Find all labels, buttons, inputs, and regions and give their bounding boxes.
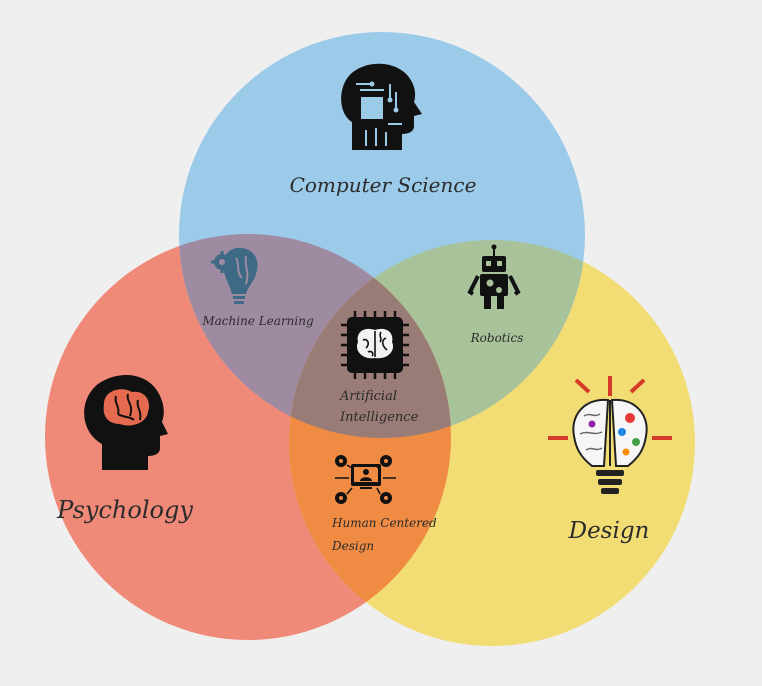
psychology-label: Psychology xyxy=(56,496,193,524)
user-network-icon xyxy=(335,455,396,504)
circuit-head-icon xyxy=(341,63,422,150)
design-label: Design xyxy=(568,518,650,544)
ai-label-line2: Intelligence xyxy=(339,410,419,425)
brain-head-icon xyxy=(84,374,168,470)
ai-label-line1: Artificial xyxy=(339,389,397,404)
machine-learning-label: Machine Learning xyxy=(201,314,314,328)
brain-chip-icon xyxy=(341,311,409,379)
gear-brain-icon xyxy=(211,247,258,304)
hcd-label-line2: Design xyxy=(331,539,374,553)
computer-science-label: Computer Science xyxy=(290,173,477,197)
robot-icon xyxy=(467,244,521,309)
creative-bulb-icon xyxy=(548,376,672,494)
robotics-label: Robotics xyxy=(470,331,524,345)
hcd-label-line1: Human Centered xyxy=(331,516,437,530)
